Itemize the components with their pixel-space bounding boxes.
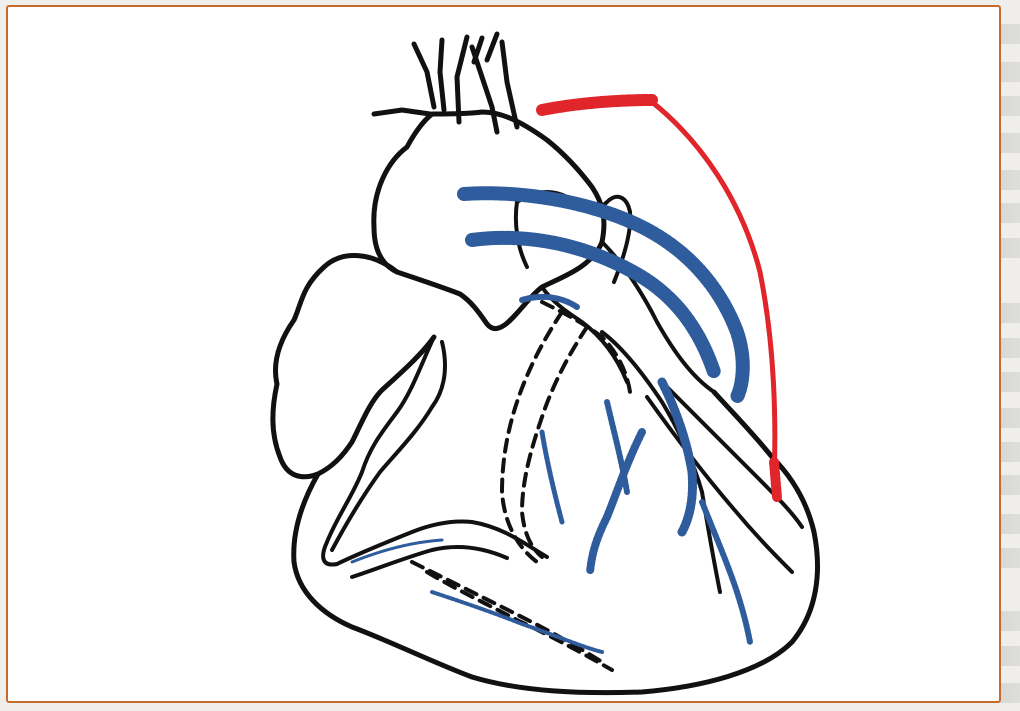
heart-outline <box>374 112 604 329</box>
illustration-frame <box>6 5 1001 703</box>
aortic-branches <box>374 34 517 132</box>
ventricle-outline <box>294 392 818 693</box>
inner-lines <box>323 192 802 592</box>
heart-illustration <box>8 7 1001 703</box>
blue-vessels <box>352 193 750 652</box>
right-atrium-lobes <box>273 256 434 477</box>
